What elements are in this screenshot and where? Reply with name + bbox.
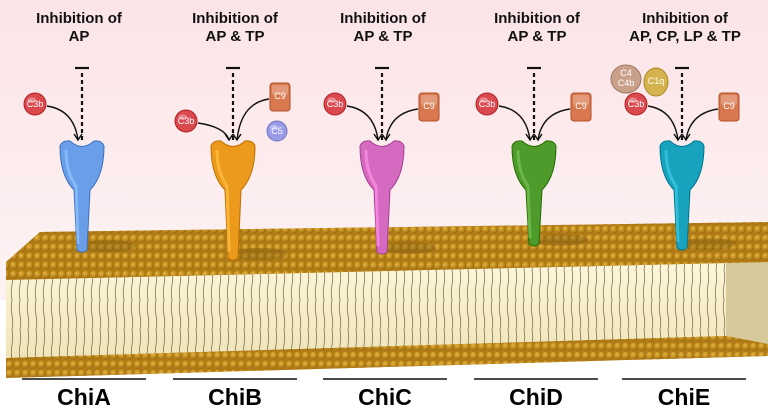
molecule-label: C3b bbox=[628, 99, 645, 109]
molecule-c9: C9 bbox=[570, 92, 592, 122]
panel-title-chid: Inhibition of AP & TP bbox=[462, 10, 612, 46]
title-line-1: Inhibition of bbox=[642, 10, 728, 27]
molecule-c3b: C3b bbox=[23, 92, 47, 116]
molecule-c1q: C1q bbox=[643, 67, 669, 97]
arrow-head bbox=[232, 133, 242, 142]
molecule-c9: C9 bbox=[418, 92, 440, 122]
title-line-1: Inhibition of bbox=[36, 10, 122, 27]
panel-label-chie: ChiE bbox=[657, 384, 711, 410]
arrow-head bbox=[73, 133, 83, 142]
panel-label-chib: ChiB bbox=[208, 384, 262, 410]
binding-arrow bbox=[385, 108, 419, 141]
molecule-c3b: C3b bbox=[174, 109, 198, 133]
title-line-2: AP & TP bbox=[507, 28, 567, 45]
molecule-label: C3b bbox=[479, 99, 496, 109]
panel-title-chib: Inhibition of AP & TP bbox=[160, 10, 310, 46]
binding-arrow bbox=[537, 108, 571, 141]
title-line-1: Inhibition of bbox=[192, 10, 278, 27]
molecule-label: C9 bbox=[423, 101, 435, 111]
molecule-label: C3b bbox=[327, 99, 344, 109]
title-line-2: AP & TP bbox=[205, 28, 265, 45]
receptor-chie bbox=[659, 140, 705, 251]
title-line-2: AP bbox=[68, 28, 90, 45]
molecule-label: C1q bbox=[648, 76, 665, 86]
molecule-label: C3b bbox=[27, 99, 44, 109]
molecule-c3b: C3b bbox=[624, 92, 648, 116]
molecule-c3b: C3b bbox=[475, 92, 499, 116]
panel-label-chid: ChiD bbox=[509, 384, 563, 410]
molecule-label: C9 bbox=[274, 91, 286, 101]
title-line-2: AP, CP, LP & TP bbox=[629, 28, 741, 45]
molecule-c3b: C3b bbox=[323, 92, 347, 116]
molecule-c9: C9 bbox=[269, 82, 291, 112]
binding-arrow bbox=[346, 105, 379, 141]
binding-arrow bbox=[647, 105, 679, 141]
receptor-chic bbox=[359, 140, 405, 255]
arrow-head bbox=[373, 133, 383, 142]
panel-label-chic: ChiC bbox=[358, 384, 412, 410]
panel-title-chic: Inhibition of AP & TP bbox=[308, 10, 458, 46]
arrow-head bbox=[681, 133, 691, 142]
binding-arrow bbox=[498, 105, 531, 141]
molecule-c9: C9 bbox=[718, 92, 740, 122]
receptor-chib bbox=[210, 140, 256, 261]
molecule-c5: C5 bbox=[266, 120, 288, 142]
arrow-head bbox=[533, 133, 543, 142]
arrow-head bbox=[381, 133, 391, 142]
receptor-shadow bbox=[380, 242, 436, 254]
binding-arrow bbox=[685, 108, 719, 141]
receptor-shadow bbox=[231, 248, 287, 260]
molecule-label: C5 bbox=[271, 126, 283, 136]
title-line-1: Inhibition of bbox=[340, 10, 426, 27]
arrow-head bbox=[673, 133, 683, 142]
arrow-head bbox=[525, 133, 535, 142]
binding-arrow bbox=[46, 105, 79, 141]
receptor-shadow bbox=[680, 238, 736, 250]
molecule-label: C9 bbox=[575, 101, 587, 111]
title-line-2: AP & TP bbox=[353, 28, 413, 45]
receptor-chia bbox=[59, 140, 105, 253]
receptor-shadow bbox=[80, 240, 136, 252]
binding-arrow bbox=[236, 98, 270, 141]
receptor-chid bbox=[511, 140, 557, 247]
arrow-head bbox=[224, 133, 234, 142]
panel-title-chia: Inhibition of AP bbox=[4, 10, 154, 46]
title-line-1: Inhibition of bbox=[494, 10, 580, 27]
molecule-label: C3b bbox=[178, 116, 195, 126]
receptor-shadow bbox=[532, 234, 588, 246]
panel-label-chia: ChiA bbox=[57, 384, 111, 410]
molecule-label: C9 bbox=[723, 101, 735, 111]
panel-title-chie: Inhibition of AP, CP, LP & TP bbox=[610, 10, 760, 46]
